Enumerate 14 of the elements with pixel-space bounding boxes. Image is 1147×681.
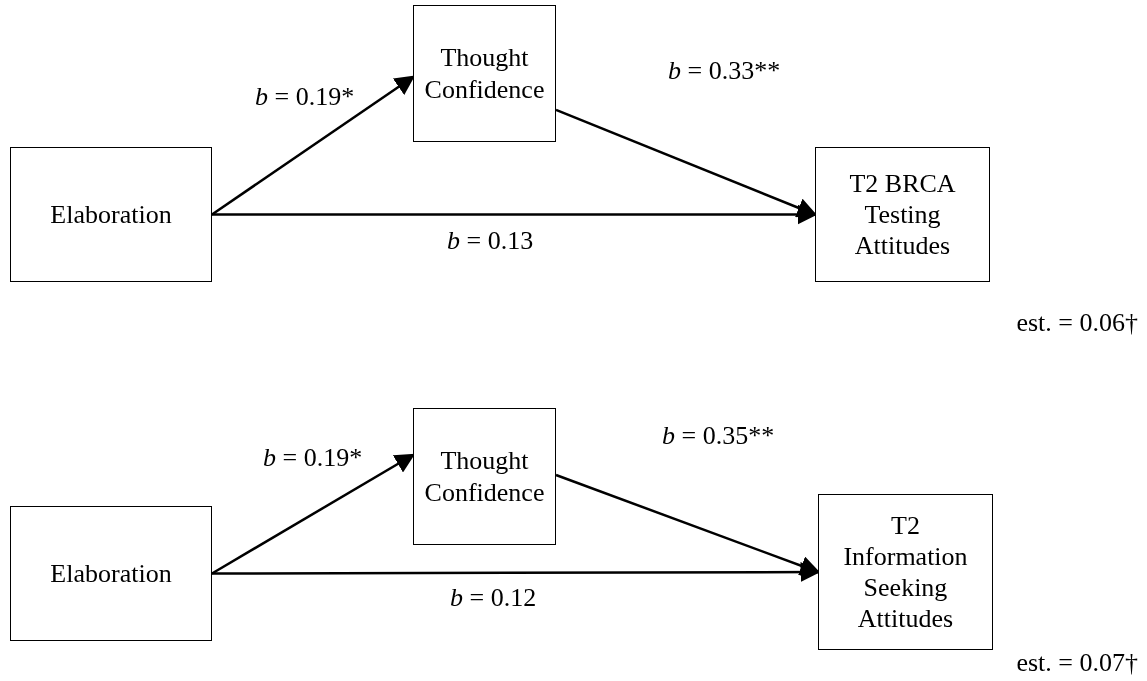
variable-box [413,408,556,545]
node-label: T2 Information Seeking Attitudes [842,509,969,635]
node-label: Thought Confidence [423,445,546,508]
variable-box [413,5,556,142]
node-label: Thought Confidence [423,42,546,105]
estimate-label: est. = 0.07† [1016,648,1138,678]
variable-box [10,147,212,282]
variable-box [818,494,993,650]
variable-box [815,147,990,282]
node-label: Elaboration [50,557,172,590]
node-label: Elaboration [50,198,172,231]
estimate-label: est. = 0.06† [1016,308,1138,338]
variable-box [10,506,212,641]
node-label: T2 BRCA Testing Attitudes [848,167,957,262]
